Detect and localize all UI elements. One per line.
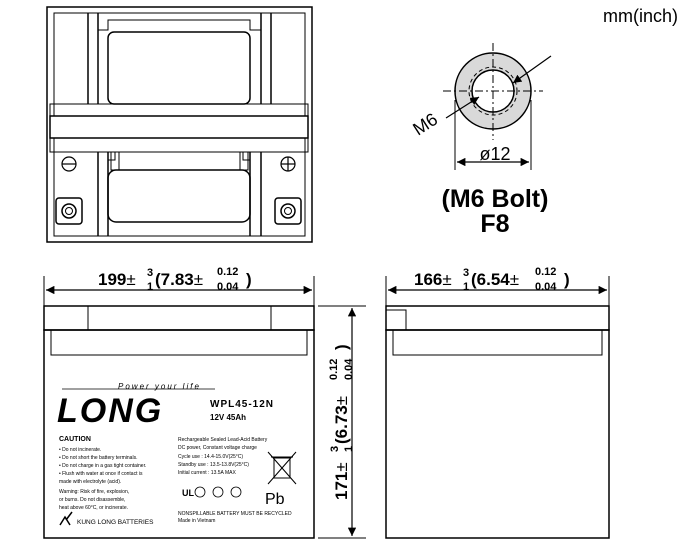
negative-terminal: [55, 197, 83, 225]
height-plusminus: ±: [332, 462, 351, 471]
caution-line-4: • Flush with water at once if contact is: [59, 471, 143, 477]
length-tol-minus: 1: [147, 281, 153, 293]
thread-leader: [445, 96, 480, 119]
company-name: KUNG LONG BATTERIES: [77, 519, 154, 526]
caution-line-3: • Do not charge in a gas tight container…: [59, 463, 146, 469]
width-dimension: 166± 3 1 (6.54± 0.12 0.04 ): [385, 266, 610, 306]
width-inch-close: ): [564, 270, 570, 289]
positive-terminal-symbol: [280, 156, 296, 172]
width-tol-plus: 3: [463, 267, 469, 279]
length-value: 199: [98, 270, 126, 289]
spec-line-3: Cycle use : 14.4-15.0V(25°C): [178, 454, 243, 460]
positive-terminal: [274, 197, 302, 225]
svg-text:199±: 199±: [98, 270, 136, 289]
recycle-bin-icon: [267, 451, 297, 485]
certification-icons: UL: [182, 486, 242, 498]
svg-text:166±: 166±: [414, 270, 452, 289]
spec-line-1: Rechargeable Sealed Lead-Acid Battery: [178, 437, 268, 443]
length-inch-tol-minus: 0.04: [217, 281, 239, 293]
handle-grip-top: [107, 31, 251, 105]
spec-line-5: Initial current : 13.5A MAX: [178, 470, 236, 476]
handle-channel-bottom: [97, 152, 262, 236]
warning-line-1: Warning: Risk of fire, explosion,: [59, 489, 129, 495]
company-logo-icon: [59, 511, 73, 526]
side-body: [385, 329, 610, 539]
front-view: [43, 305, 315, 539]
caution-line-1: • Do not incinerate.: [59, 447, 101, 453]
thread-label: M6: [409, 109, 441, 139]
height-tol-minus: 1: [343, 446, 355, 452]
caution-line-5: made with electrolyte (acid).: [59, 479, 121, 485]
bolt-detail: M6 ø12 (M6 Bolt) F8: [409, 43, 552, 238]
bolt-caption: (M6 Bolt): [442, 185, 549, 213]
spec-line-2: DC power, Constant voltage charge: [178, 445, 257, 451]
length-plusminus: ±: [126, 270, 135, 289]
negative-terminal-symbol: [61, 156, 77, 172]
length-inch: (7.83±: [155, 270, 203, 289]
height-inch-tol-minus: 0.04: [343, 358, 355, 380]
diameter-label: ø12: [479, 144, 510, 164]
battery-label: Power your life LONG WPL45-12N 12V 45Ah …: [57, 382, 297, 526]
brand-logo: LONG: [57, 392, 163, 430]
height-inch-tol-plus: 0.12: [328, 359, 340, 380]
side-view: [385, 305, 610, 539]
units-label: mm(inch): [603, 6, 678, 26]
warning-line-2: or burns. Do not disassemble,: [59, 497, 125, 503]
length-inch-close: ): [246, 270, 252, 289]
warning-line-3: heat above 60°C, or incinerate.: [59, 505, 128, 511]
rating: 12V 45Ah: [210, 413, 246, 422]
handle-grip-bottom: [107, 169, 251, 223]
top-view-outline: [46, 6, 313, 243]
width-inch: (6.54±: [471, 270, 519, 289]
front-body: [43, 329, 315, 539]
model-number: WPL45-12N: [210, 399, 274, 410]
nonspillable-text: NONSPILLABLE BATTERY MUST BE RECYCLED: [178, 511, 292, 517]
slogan: Power your life: [118, 382, 201, 391]
caution-line-2: • Do not short the battery terminals.: [59, 455, 137, 461]
height-value: 171: [332, 472, 351, 500]
caution-title: CAUTION: [59, 436, 91, 443]
handle-channel-top: [87, 13, 272, 104]
svg-text:171±: 171±: [332, 462, 351, 500]
svg-text:UL: UL: [182, 488, 194, 498]
width-tol-minus: 1: [463, 281, 469, 293]
height-tol-plus: 3: [329, 446, 341, 452]
side-lid: [385, 305, 610, 331]
length-dimension: 199± 3 1 (7.83± 0.12 0.04 ): [43, 266, 315, 306]
height-inch-close: ): [332, 344, 351, 350]
length-inch-tol-plus: 0.12: [217, 266, 238, 278]
width-plusminus: ±: [442, 270, 451, 289]
spec-line-4: Standby use : 13.5-13.8V(25°C): [178, 462, 249, 468]
length-tol-plus: 3: [147, 267, 153, 279]
top-view: [46, 6, 313, 243]
terminal-type: F8: [480, 210, 509, 238]
pb-symbol: Pb: [265, 491, 285, 508]
height-dimension: 171± 3 1 (6.73± 0.12 0.04 ): [318, 305, 366, 539]
width-value: 166: [414, 270, 442, 289]
made-in-text: Made in Vietnam: [178, 518, 215, 524]
width-inch-tol-plus: 0.12: [535, 266, 556, 278]
width-inch-tol-minus: 0.04: [535, 281, 557, 293]
handle-strap: [49, 115, 309, 139]
height-inch: (6.73±: [332, 396, 351, 444]
front-lid: [43, 305, 315, 331]
